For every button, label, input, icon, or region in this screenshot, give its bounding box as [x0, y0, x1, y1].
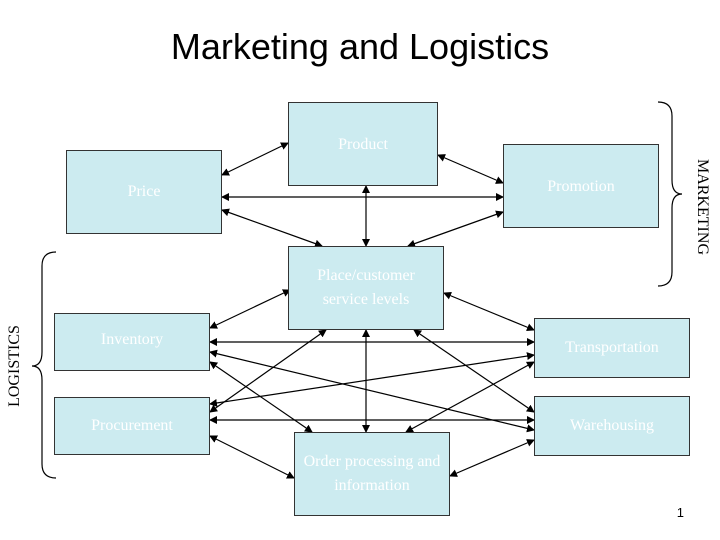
arrow-price-place [221, 208, 323, 248]
marketing-group-label: MARKETING [694, 159, 711, 255]
transportation-box: Transportation [534, 318, 690, 378]
order-processing-box: Order processing and information [294, 432, 450, 516]
promotion-box: Promotion [503, 144, 659, 228]
logistics-brace [31, 251, 57, 479]
logistics-group-label: LOGISTICS [5, 325, 23, 407]
arrow-inventory-warehousing [209, 349, 535, 433]
arrow-warehousing-order [449, 439, 535, 477]
procurement-box: Procurement [54, 397, 210, 455]
arrow-price-product [221, 142, 289, 176]
arrow-promotion-place [407, 210, 504, 248]
arrow-procurement-order [209, 435, 295, 479]
order-processing-label: Order processing and information [303, 453, 441, 494]
product-box: Product [288, 102, 438, 186]
arrow-place-transportation [443, 291, 535, 332]
product-label: Product [338, 136, 388, 153]
warehousing-box: Warehousing [534, 396, 690, 456]
place-box: Place/customer service levels [288, 246, 444, 330]
page-number: 1 [676, 505, 684, 520]
procurement-label: Procurement [91, 417, 173, 434]
transportation-label: Transportation [565, 339, 659, 356]
marketing-brace [657, 101, 683, 287]
inventory-label: Inventory [100, 331, 164, 348]
promotion-label: Promotion [547, 178, 615, 195]
warehousing-label: Warehousing [569, 417, 655, 434]
price-label: Price [127, 183, 161, 200]
inventory-box: Inventory [54, 313, 210, 371]
arrow-transportation-order [405, 361, 535, 433]
slide-title: Marketing and Logistics [170, 26, 550, 67]
place-label: Place/customer service levels [317, 267, 415, 308]
arrow-place-inventory [209, 289, 291, 329]
arrow-product-promotion [437, 154, 504, 184]
price-box: Price [66, 150, 222, 234]
